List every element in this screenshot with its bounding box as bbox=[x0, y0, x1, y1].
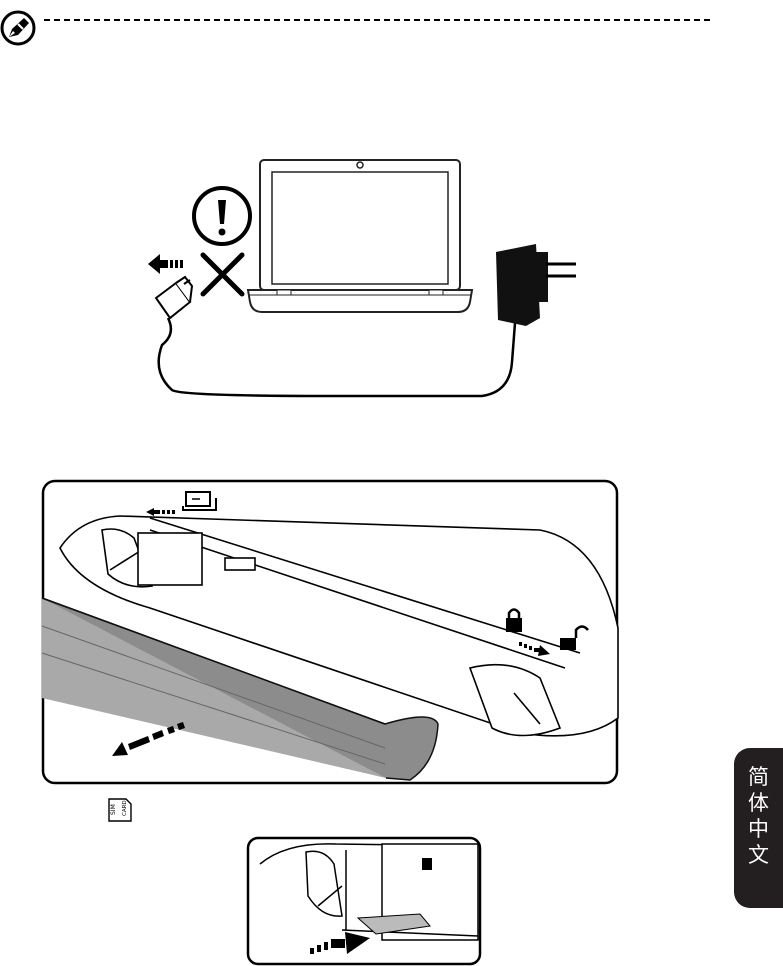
battery-removal-figure bbox=[40, 478, 620, 786]
ac-adapter-figure bbox=[130, 140, 590, 410]
language-label: 简体中文 bbox=[734, 764, 783, 868]
language-label-char: 中 bbox=[734, 816, 783, 842]
pull-arrow-icon bbox=[148, 254, 183, 274]
dc-plug-icon bbox=[156, 277, 192, 318]
language-label-char: 简 bbox=[734, 764, 783, 790]
sim-icon-line1: SIM bbox=[110, 804, 117, 815]
warning-exclamation-icon bbox=[194, 188, 250, 244]
sim-card-icon: SIM CARD bbox=[107, 797, 133, 823]
language-label-char: 文 bbox=[734, 842, 783, 868]
language-label-char: 体 bbox=[734, 790, 783, 816]
header-dashed-rule bbox=[44, 19, 710, 21]
laptop-icon bbox=[248, 160, 472, 312]
note-pen-icon bbox=[0, 10, 36, 46]
sim-icon-line2: CARD bbox=[122, 800, 128, 816]
sim-insert-figure bbox=[246, 836, 482, 966]
adapter-cable bbox=[159, 310, 516, 396]
cross-icon bbox=[203, 255, 242, 294]
power-adapter-icon bbox=[496, 244, 576, 326]
language-tab: 简体中文 bbox=[734, 748, 783, 908]
